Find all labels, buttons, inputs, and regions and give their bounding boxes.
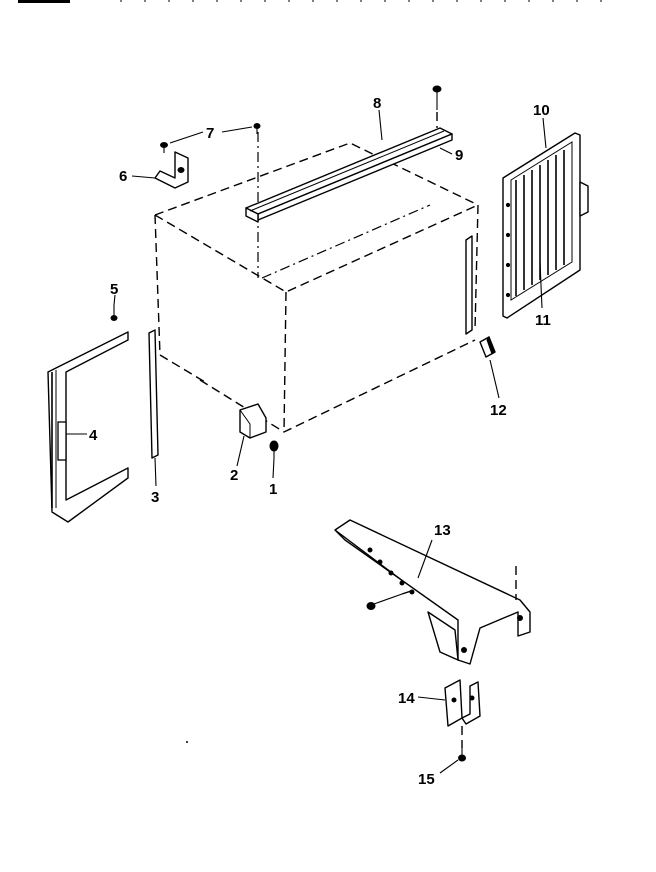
bottom-foot — [239, 403, 267, 439]
cabinet-outline — [154, 132, 479, 433]
callout-13: 13 — [434, 522, 451, 539]
left-panel-screw — [110, 305, 118, 321]
callout-15: 15 — [418, 771, 435, 788]
bracket-bolt — [366, 589, 415, 610]
bracket-screw — [160, 142, 168, 153]
left-panel — [47, 331, 129, 523]
callout-12: 12 — [490, 402, 507, 419]
callout-9: 9 — [455, 147, 463, 164]
side-clip — [479, 335, 496, 358]
support-bracket — [334, 519, 531, 665]
callout-2: 2 — [230, 467, 238, 484]
top-rail — [245, 127, 453, 223]
top-edge-mark — [18, 0, 70, 3]
cabinet-screw — [253, 123, 261, 134]
panel-louvers — [515, 150, 565, 296]
small-bracket-screw — [458, 748, 466, 762]
bottom-screw — [269, 440, 279, 458]
callout-11: 11 — [535, 312, 551, 329]
right-strip — [465, 235, 473, 335]
small-bracket — [444, 679, 481, 748]
callout-5: 5 — [110, 281, 118, 298]
callout-6: 6 — [119, 168, 127, 185]
callout-1: 1 — [269, 481, 277, 498]
callout-8: 8 — [373, 95, 381, 112]
left-panel-handle — [57, 421, 67, 461]
left-strip — [148, 329, 159, 459]
top-bracket — [154, 151, 189, 189]
callout-14: 14 — [398, 690, 415, 707]
stray-dot — [186, 741, 188, 743]
right-panel — [502, 132, 589, 319]
leader-lines — [66, 109, 547, 774]
callout-10: 10 — [533, 102, 550, 119]
rail-screw — [432, 85, 442, 128]
callout-labels: 1 2 3 4 5 6 7 8 9 10 11 12 13 14 15 — [89, 95, 551, 788]
callout-7: 7 — [206, 125, 214, 142]
callout-3: 3 — [151, 489, 159, 506]
callout-4: 4 — [89, 427, 98, 444]
